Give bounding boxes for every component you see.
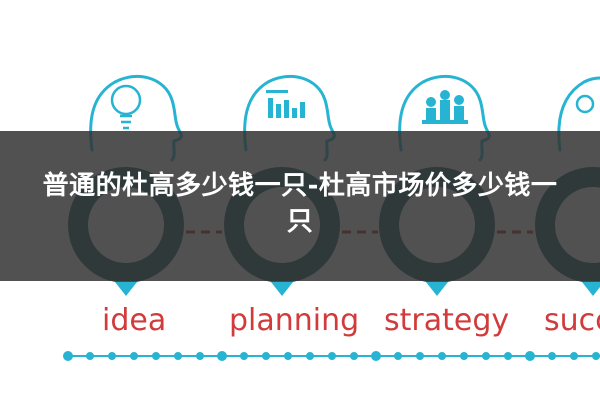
title-banner: [0, 131, 600, 281]
pointer-planning: [271, 282, 293, 296]
banner-title: 普通的杜高多少钱一只-杜高市场价多少钱一只: [42, 171, 558, 237]
pointer-strategy: [426, 282, 448, 296]
timeline: [63, 351, 600, 361]
lightbulb-icon: [110, 84, 142, 130]
chess-pieces-icon: [422, 90, 468, 124]
step-label-strategy: strategy: [384, 303, 510, 338]
pointer-idea: [115, 282, 137, 296]
pointer-success: [582, 282, 600, 296]
step-label-idea: idea: [102, 303, 167, 338]
step-label-success: succ: [544, 303, 600, 338]
head-profile-icon: [557, 76, 600, 152]
step-label-planning: planning: [229, 303, 360, 338]
chart-document-icon: [266, 90, 305, 118]
